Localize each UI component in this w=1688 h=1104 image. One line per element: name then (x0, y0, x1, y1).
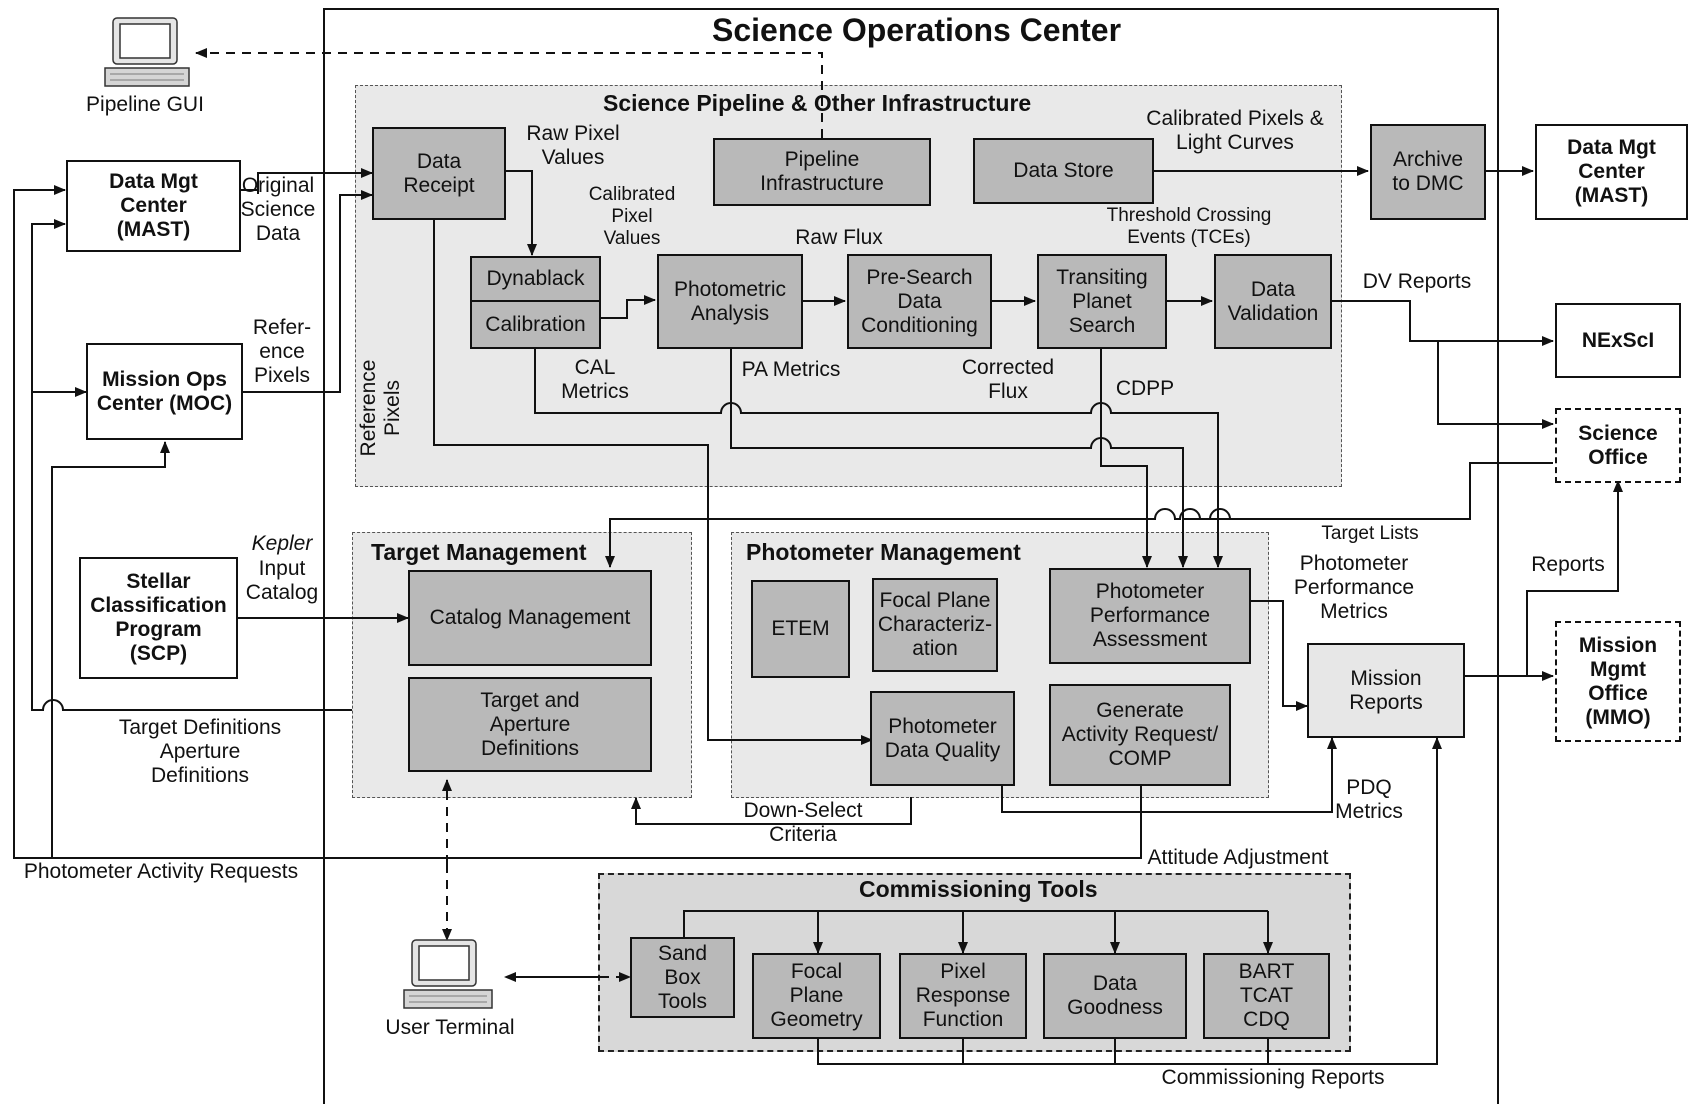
data-validation-box[interactable]: Data Validation (1214, 254, 1332, 349)
photometric-analysis-box[interactable]: Photometric Analysis (657, 254, 803, 349)
link-target-lists (1183, 462, 1553, 520)
link-dv-reports (1332, 300, 1554, 346)
focal-plane-geometry-box[interactable]: Focal Plane Geometry (752, 953, 881, 1039)
pixel-response-function-box[interactable]: Pixel Response Function (899, 953, 1027, 1039)
photometer-performance-assessment-box[interactable]: Photometer Performance Assessment (1049, 568, 1251, 664)
sandbox-tools-box[interactable]: Sand Box Tools (630, 937, 735, 1018)
label-dv-reports: DV Reports (1362, 270, 1472, 293)
transiting-planet-search-box[interactable]: Transiting Planet Search (1037, 254, 1167, 349)
region-title-target: Target Management (371, 539, 587, 565)
data-store-box[interactable]: Data Store (973, 138, 1154, 204)
link-gui-pipeline (195, 48, 823, 138)
calibration-box[interactable]: Calibration (470, 300, 601, 349)
link-cal-pa (601, 295, 656, 319)
label-kepler: Kepler (251, 532, 313, 555)
link-activity-moc (51, 441, 170, 858)
bart-tcat-cdq-box[interactable]: BART TCAT CDQ (1203, 953, 1330, 1039)
data-receipt-box[interactable]: Data Receipt (372, 127, 506, 220)
stellar-classification-program[interactable]: Stellar Classification Program (SCP) (79, 557, 238, 679)
region-title-photometer: Photometer Management (746, 539, 1021, 565)
link-ppa-mr (1251, 600, 1308, 711)
label-photometer-performance-metrics: Photometer Performance Metrics (1293, 552, 1415, 623)
soc-boundary (323, 8, 1499, 1104)
pre-search-data-conditioning-box[interactable]: Pre-Search Data Conditioning (847, 254, 992, 349)
link-pdq-metrics (1001, 737, 1337, 813)
data-mgt-center-left[interactable]: Data Mgt Center (MAST) (66, 160, 241, 252)
link-down-select (631, 797, 912, 825)
label-reference-pixels-vertical: Reference Pixels (357, 359, 404, 457)
label-target-definitions: Target Definitions Aperture Definitions (118, 716, 282, 787)
data-mgt-center-right[interactable]: Data Mgt Center (MAST) (1535, 124, 1688, 220)
label-pa-metrics: PA Metrics (741, 358, 841, 381)
label-photometer-activity-requests: Photometer Activity Requests (23, 860, 299, 883)
user-terminal-label: User Terminal (385, 1016, 515, 1039)
focal-plane-characterization-box[interactable]: Focal Plane Characteriz- ation (872, 578, 998, 672)
mission-ops-center[interactable]: Mission Ops Center (MOC) (86, 343, 243, 440)
science-office-box[interactable]: Science Office (1555, 408, 1681, 483)
link-moc-receipt (243, 190, 373, 393)
mission-mgmt-office-box[interactable]: Mission Mgmt Office (MMO) (1555, 621, 1681, 742)
data-goodness-box[interactable]: Data Goodness (1043, 953, 1187, 1039)
label-corrected-flux: Corrected Flux (961, 356, 1055, 403)
link-activity-requests (13, 185, 1142, 859)
label-cdpp: CDPP (1115, 377, 1175, 400)
link-receipt-dynablack (506, 170, 537, 256)
label-attitude-adjustment: Attitude Adjustment (1147, 846, 1329, 869)
region-title-pipeline: Science Pipeline & Other Infrastructure (603, 90, 1032, 116)
label-calibrated-pixels-light-curves: Calibrated Pixels & Light Curves (1146, 107, 1324, 154)
photometer-data-quality-box[interactable]: Photometer Data Quality (870, 691, 1015, 786)
nexsci-box[interactable]: NExScI (1555, 303, 1681, 378)
link-mr-science-office (1526, 480, 1623, 676)
label-pdq-metrics: PDQ Metrics (1335, 776, 1403, 823)
archive-to-dmc-box[interactable]: Archive to DMC (1370, 124, 1486, 220)
label-raw-flux: Raw Flux (795, 226, 883, 249)
label-calibrated-pixel-values: Calibrated Pixel Values (588, 184, 676, 249)
label-target-lists: Target Lists (1321, 523, 1419, 544)
catalog-management-box[interactable]: Catalog Management (408, 570, 652, 666)
label-reference-pixels-moc: Refer- ence Pixels (252, 316, 312, 387)
etem-box[interactable]: ETEM (751, 580, 850, 678)
user-terminal-icon (403, 939, 493, 1009)
mission-reports-box[interactable]: Mission Reports (1307, 643, 1465, 738)
region-title-commissioning: Commissioning Tools (859, 876, 1098, 902)
link-commissioning-reports (817, 737, 1442, 1065)
link-cdpp (1100, 348, 1152, 568)
link-sandbox-tools (683, 910, 1269, 953)
link-dv-science-office (1410, 340, 1554, 429)
link-dmc-receipt (241, 168, 373, 191)
label-raw-pixel-values: Raw Pixel Values (526, 122, 620, 169)
link-cal-metrics (534, 348, 1223, 568)
pipeline-gui-label: Pipeline GUI (86, 93, 204, 116)
target-aperture-definitions-box[interactable]: Target and Aperture Definitions (408, 677, 652, 772)
dynablack-box[interactable]: Dynablack (470, 256, 601, 302)
label-original-science-data: Original Science Data (240, 174, 316, 245)
page-title: Science Operations Center (712, 12, 1122, 48)
generate-activity-request-box[interactable]: Generate Activity Request/ COMP (1049, 684, 1231, 786)
pipeline-infrastructure-box[interactable]: Pipeline Infrastructure (713, 138, 931, 206)
label-input-catalog: Input Catalog (245, 557, 319, 604)
link-target-defs (31, 219, 352, 711)
label-reports: Reports (1531, 553, 1605, 576)
pipeline-gui-icon (104, 17, 190, 87)
label-down-select-criteria: Down-Select Criteria (743, 799, 863, 846)
link-target-lists-main (605, 508, 1470, 568)
label-commissioning-reports: Commissioning Reports (1161, 1066, 1385, 1089)
link-refpix-pdq (433, 218, 873, 745)
label-cal-metrics: CAL Metrics (561, 356, 629, 403)
label-tces: Threshold Crossing Events (TCEs) (1106, 205, 1272, 248)
